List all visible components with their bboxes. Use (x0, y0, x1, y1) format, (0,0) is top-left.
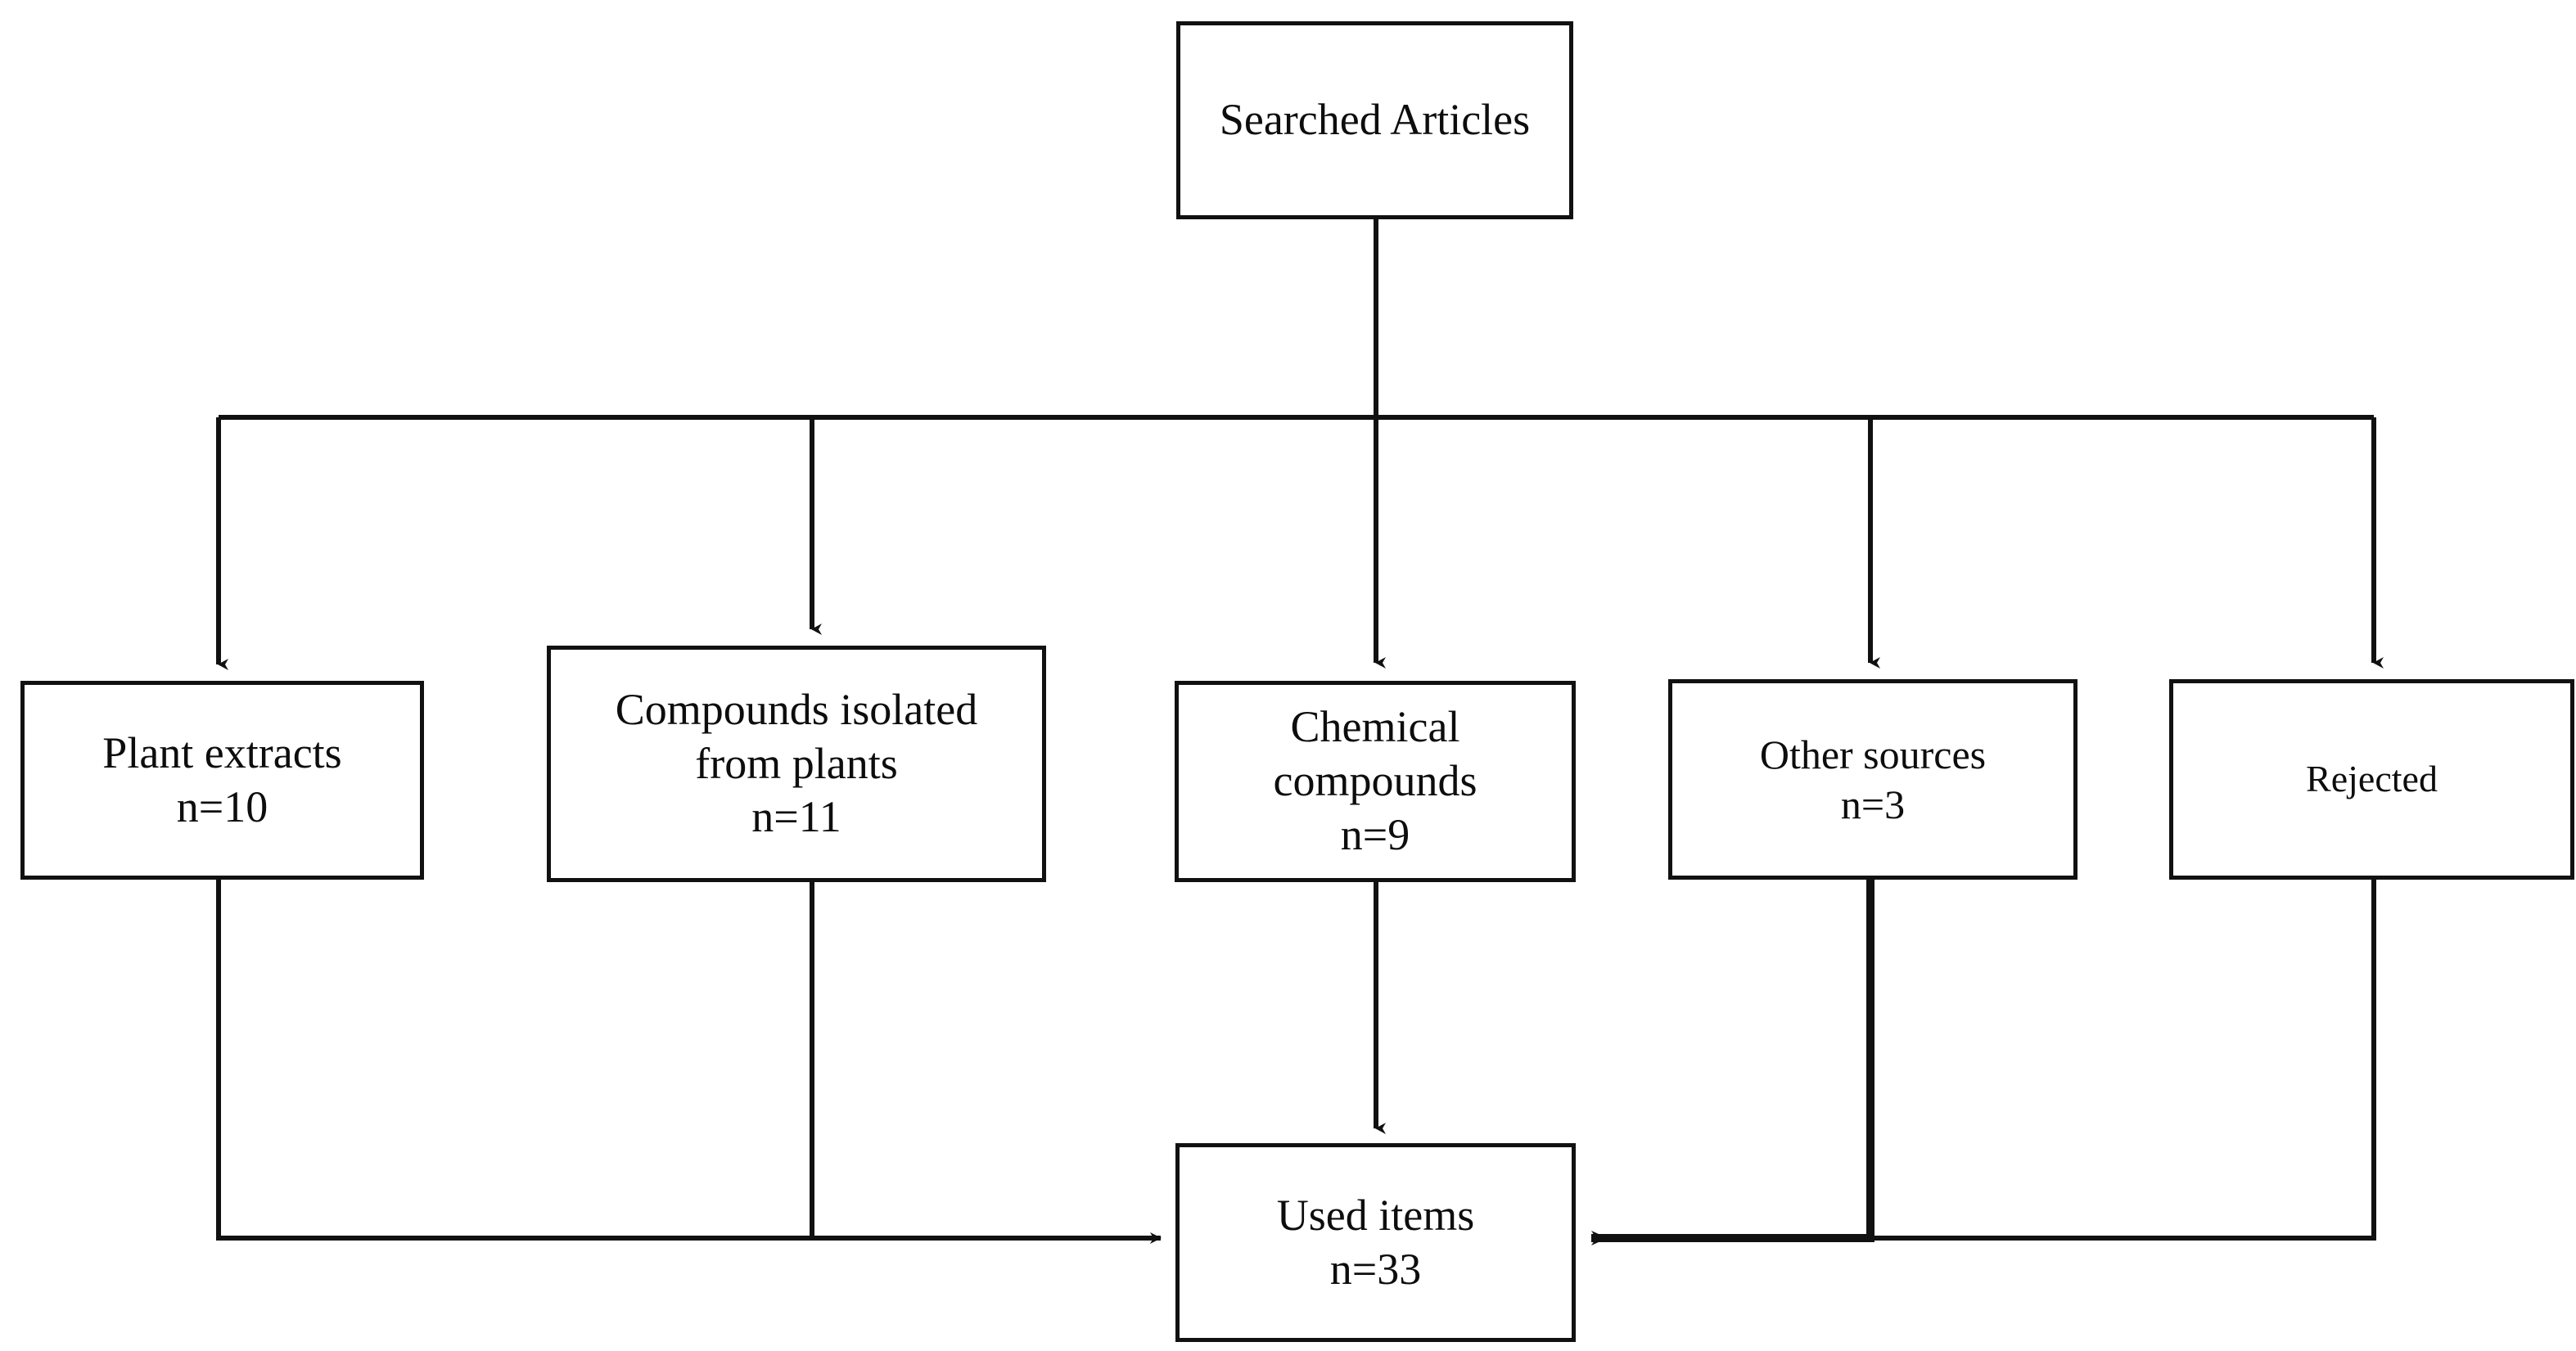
node-rejected-line-1: Rejected (2306, 758, 2438, 800)
node-plant-extracts[interactable]: Plant extracts n=10 (20, 681, 424, 880)
node-chemical-compounds[interactable]: Chemical compounds n=9 (1175, 681, 1576, 882)
node-compounds-isolated-line-2: from plants (695, 738, 898, 788)
node-used-items[interactable]: Used items n=33 (1175, 1143, 1576, 1342)
node-searched-articles[interactable]: Searched Articles (1176, 21, 1573, 219)
node-compounds-isolated-line-1: Compounds isolated (615, 684, 978, 734)
edge-other-sources-to-used-items (1591, 880, 1874, 1245)
node-plant-extracts-line-1: Plant extracts (102, 727, 342, 777)
node-compounds-isolated-count: n=11 (751, 792, 841, 842)
node-chemical-compounds-line-1: Chemical (1290, 702, 1460, 752)
node-other-sources-count: n=3 (1840, 781, 1906, 827)
node-other-sources[interactable]: Other sources n=3 (1668, 679, 2077, 880)
edge-rejected-to-used-items (1874, 880, 2376, 1241)
node-chemical-compounds-count: n=9 (1340, 809, 1410, 859)
node-used-items-count: n=33 (1329, 1244, 1422, 1294)
edge-plant-extracts-to-used-items (216, 880, 1162, 1244)
node-other-sources-line-1: Other sources (1759, 731, 1987, 777)
node-used-items-line-1: Used items (1276, 1190, 1475, 1240)
node-plant-extracts-count: n=10 (176, 781, 268, 831)
node-chemical-compounds-line-2: compounds (1273, 756, 1477, 806)
node-rejected[interactable]: Rejected (2169, 679, 2574, 880)
node-compounds-isolated[interactable]: Compounds isolated from plants n=11 (547, 646, 1046, 882)
node-searched-articles-line-1: Searched Articles (1219, 95, 1531, 145)
